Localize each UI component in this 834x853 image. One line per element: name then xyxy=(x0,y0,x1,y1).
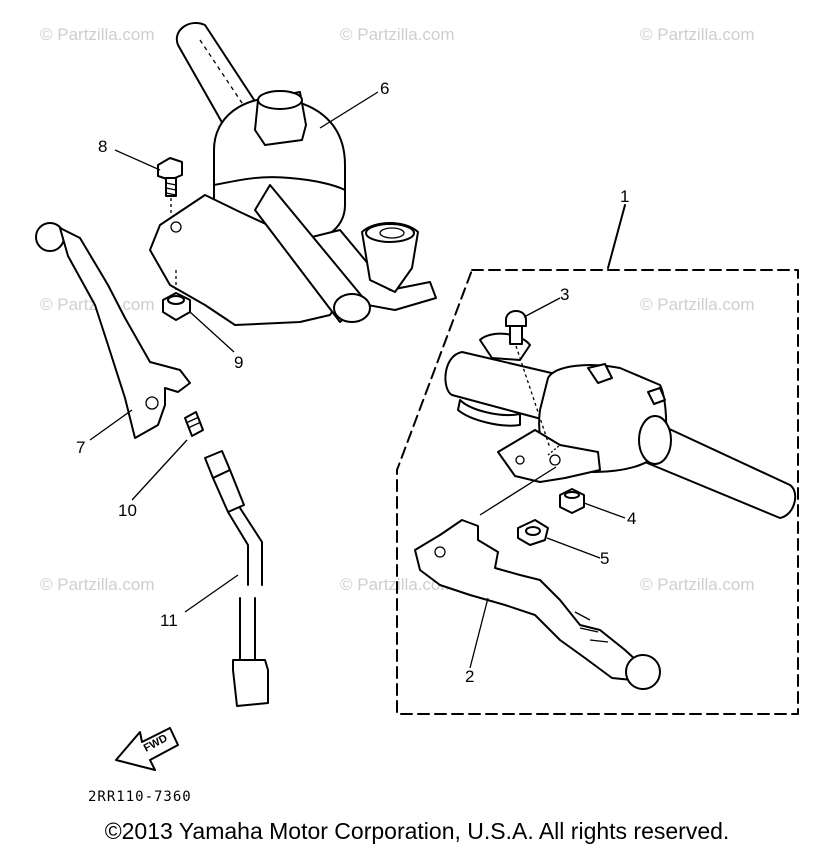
callout-3: 3 xyxy=(560,285,569,304)
watermark: © Partzilla.com xyxy=(640,575,755,594)
part-10-cable-end xyxy=(184,411,204,437)
part-2-brake-lever xyxy=(414,519,661,690)
watermark: © Partzilla.com xyxy=(640,295,755,314)
callout-1: 1 xyxy=(620,187,629,206)
assembly-box xyxy=(396,204,799,715)
callout-11: 11 xyxy=(160,611,178,630)
fwd-arrow-icon: FWD xyxy=(115,727,179,771)
part-9-nut xyxy=(162,270,191,321)
callout-2: 2 xyxy=(465,667,474,686)
watermark: © Partzilla.com xyxy=(340,25,455,44)
copyright-notice: ©2013 Yamaha Motor Corporation, U.S.A. A… xyxy=(104,818,730,844)
callout-6: 6 xyxy=(380,79,389,98)
callout-10: 10 xyxy=(118,501,137,520)
callout-7: 7 xyxy=(76,438,85,457)
callout-5: 5 xyxy=(600,549,609,568)
part-11-cable xyxy=(204,450,269,707)
watermark: © Partzilla.com xyxy=(40,25,155,44)
part-5-washer xyxy=(517,519,549,546)
callout-9: 9 xyxy=(234,353,243,372)
part-4-nut xyxy=(559,488,585,514)
leader-lines xyxy=(89,91,626,669)
watermark: © Partzilla.com xyxy=(40,575,155,594)
part-7-left-lever xyxy=(35,222,191,439)
diagram-part-code: 2RR110-7360 xyxy=(88,789,192,805)
right-brake-assembly xyxy=(444,332,797,519)
part-6-throttle-housing xyxy=(149,22,437,326)
callout-8: 8 xyxy=(98,137,107,156)
part-3-screw xyxy=(505,310,551,449)
callouts: 1 2 3 4 5 6 7 8 9 10 11 xyxy=(76,79,636,686)
watermark: © Partzilla.com xyxy=(640,25,755,44)
part-8-bolt xyxy=(157,157,183,216)
callout-4: 4 xyxy=(627,509,636,528)
